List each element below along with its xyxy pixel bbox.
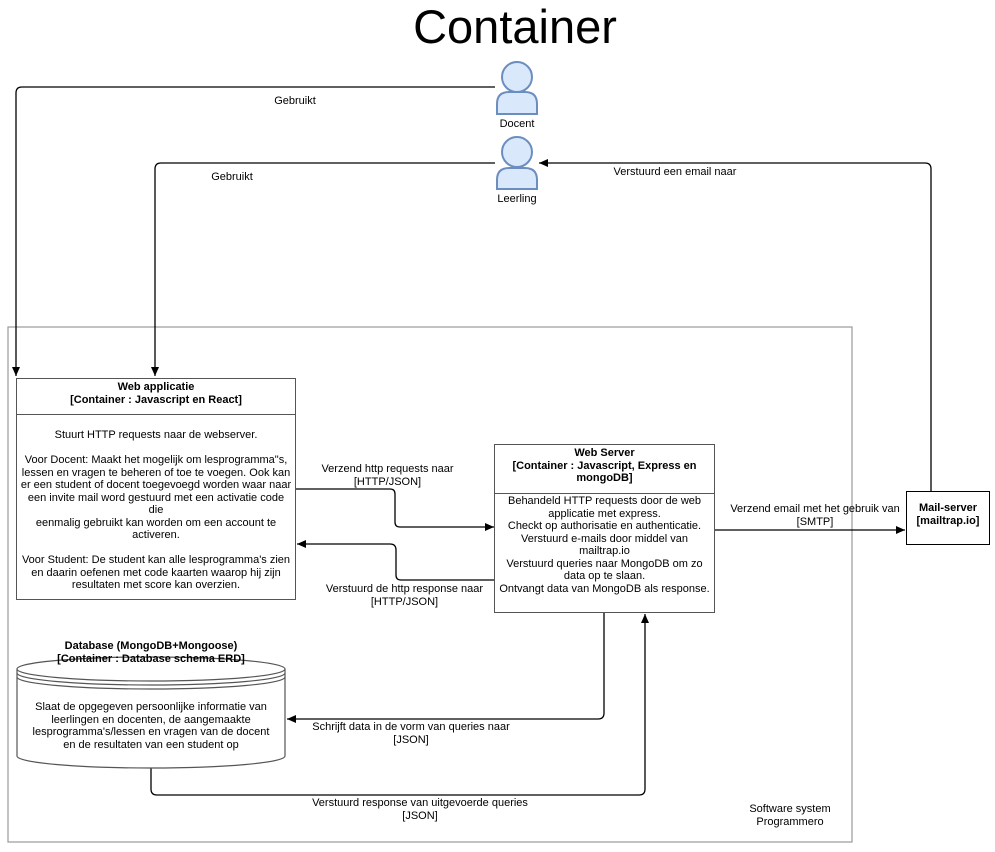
web-app-header: Web applicatie [Container : Javascript e… xyxy=(17,379,295,415)
mail-server-name: Mail-server xyxy=(918,502,978,514)
docent-actor-icon[interactable] xyxy=(496,61,538,115)
web-app-desc-line: en daarin oefenen met code kaarten waaro… xyxy=(31,566,281,579)
web-app-desc-line: activeren. xyxy=(132,529,180,541)
web-server-header: Web Server [Container : Javascript, Expr… xyxy=(495,445,714,494)
edge-label-server-to-mail: Verzend email met het gebruik van [SMTP] xyxy=(720,503,910,529)
edge-label-line: [HTTP/JSON] xyxy=(353,476,422,488)
web-server-desc-line: Verstuurd e-mails door middel van xyxy=(521,532,688,545)
system-boundary-line: Software system xyxy=(749,803,831,815)
edge-label-mail-to-leerling: Verstuurd een email naar xyxy=(613,166,737,178)
edge-leerling-to-webapp xyxy=(151,162,495,376)
database-desc-line: Slaat de opgegeven persoonlijke informat… xyxy=(35,701,267,713)
edge-label-line: [SMTP] xyxy=(796,516,834,528)
edge-label-app-to-server: Verzend http requests naar [HTTP/JSON] xyxy=(305,463,470,489)
edge-docent-to-webapp xyxy=(12,86,495,376)
edge-label-line: Schrijft data in de vorm van queries naa… xyxy=(312,721,510,733)
edge-label-line: [JSON] xyxy=(402,810,438,822)
web-server-desc-line: Checkt op authorisatie en authenticatie. xyxy=(507,520,702,532)
edge-server-to-database xyxy=(287,613,605,723)
system-boundary-label: Software system Programmero xyxy=(740,803,840,829)
web-app-name: Web applicatie xyxy=(117,381,195,393)
edge-label-line: [JSON] xyxy=(393,734,429,746)
edge-label-leerling-uses: Gebruikt xyxy=(211,171,253,183)
web-server-container[interactable]: Web Server [Container : Javascript, Expr… xyxy=(494,444,715,613)
web-app-tech: [Container : Javascript en React] xyxy=(70,393,242,406)
edge-server-to-webapp xyxy=(297,540,494,581)
web-app-desc-line: Stuurt HTTP requests naar de webserver. xyxy=(54,429,258,441)
web-server-tech: [Container : Javascript, Express en xyxy=(512,459,697,472)
edge-label-line: Verzend http requests naar xyxy=(321,463,454,475)
web-app-desc-line: Voor Student: De student kan alle lespro… xyxy=(21,554,291,566)
docent-label: Docent xyxy=(499,118,535,130)
edge-webapp-to-server xyxy=(296,488,494,531)
edge-label-docent-uses: Gebruikt xyxy=(274,95,316,107)
database-name: Database (MongoDB+Mongoose) xyxy=(64,640,238,652)
database-title: Database (MongoDB+Mongoose) [Container :… xyxy=(16,640,286,666)
database-desc-line: leerlingen en docenten, de aangemaakte xyxy=(51,713,251,726)
edge-label-line: Verzend email met het gebruik van xyxy=(730,503,900,515)
mail-server-tech: [mailtrap.io] xyxy=(916,515,980,527)
leerling-actor-icon[interactable] xyxy=(496,136,538,190)
database-desc-line: en de resultaten van een student op xyxy=(63,738,239,751)
web-server-desc-line: Verstuurd queries naar MongoDB om zo xyxy=(506,557,703,570)
web-server-name: Web Server xyxy=(574,447,635,459)
web-server-desc-line: data op te slaan. xyxy=(563,570,646,582)
web-app-desc-line: eenmalig gebruikt kan worden om een acco… xyxy=(35,516,277,529)
web-app-container[interactable]: Web applicatie [Container : Javascript e… xyxy=(16,378,296,600)
database-tech: [Container : Database schema ERD] xyxy=(57,653,245,665)
web-server-desc-line: mailtrap.io xyxy=(579,545,630,557)
web-app-desc-line: Voor Docent: Maakt het mogelijk om lespr… xyxy=(24,454,288,466)
edge-mail-to-leerling xyxy=(539,159,932,491)
database-description: Slaat de opgegeven persoonlijke informat… xyxy=(17,701,285,751)
system-boundary xyxy=(7,326,853,843)
edge-database-to-server xyxy=(150,614,649,796)
mail-server-label: Mail-server [mailtrap.io] xyxy=(907,492,989,528)
page-title: Container xyxy=(413,0,617,53)
web-server-desc-line: applicatie met express. xyxy=(548,507,661,520)
edge-label-db-to-server: Verstuurd response van uitgevoerde queri… xyxy=(300,797,540,823)
edge-label-line: Verstuurd response van uitgevoerde queri… xyxy=(312,797,528,809)
mail-server-container[interactable]: Mail-server [mailtrap.io] xyxy=(906,491,990,545)
web-app-desc-line: er een student of docent toegevoegd word… xyxy=(20,479,292,491)
system-boundary-line: Programmero xyxy=(756,816,824,828)
edge-label-server-to-app: Verstuurd de http response naar [HTTP/JS… xyxy=(312,583,497,609)
database-cylinder[interactable] xyxy=(16,656,286,769)
web-app-desc-line: een invite mail word gestuurd met een ac… xyxy=(27,491,285,517)
database-desc-line: lesprogramma's/lessen en vragen van de d… xyxy=(32,726,270,738)
web-app-desc-line: lessen en vragen te beheren of toe te vo… xyxy=(21,466,291,479)
web-app-description: Stuurt HTTP requests naar de webserver. … xyxy=(17,415,295,592)
edge-label-line: [HTTP/JSON] xyxy=(370,596,439,608)
web-server-description: Behandeld HTTP requests door de web appl… xyxy=(495,494,714,595)
web-server-tech: mongoDB] xyxy=(576,472,633,484)
edge-label-server-to-db: Schrijft data in de vorm van queries naa… xyxy=(300,721,522,747)
edge-label-line: Verstuurd de http response naar xyxy=(325,583,484,595)
web-server-desc-line: Behandeld HTTP requests door de web xyxy=(507,495,702,507)
web-app-desc-line: resultaten met score kan overzien. xyxy=(71,579,241,591)
leerling-label: Leerling xyxy=(497,193,537,205)
web-server-desc-line: Ontvangt data van MongoDB als response. xyxy=(499,582,710,595)
